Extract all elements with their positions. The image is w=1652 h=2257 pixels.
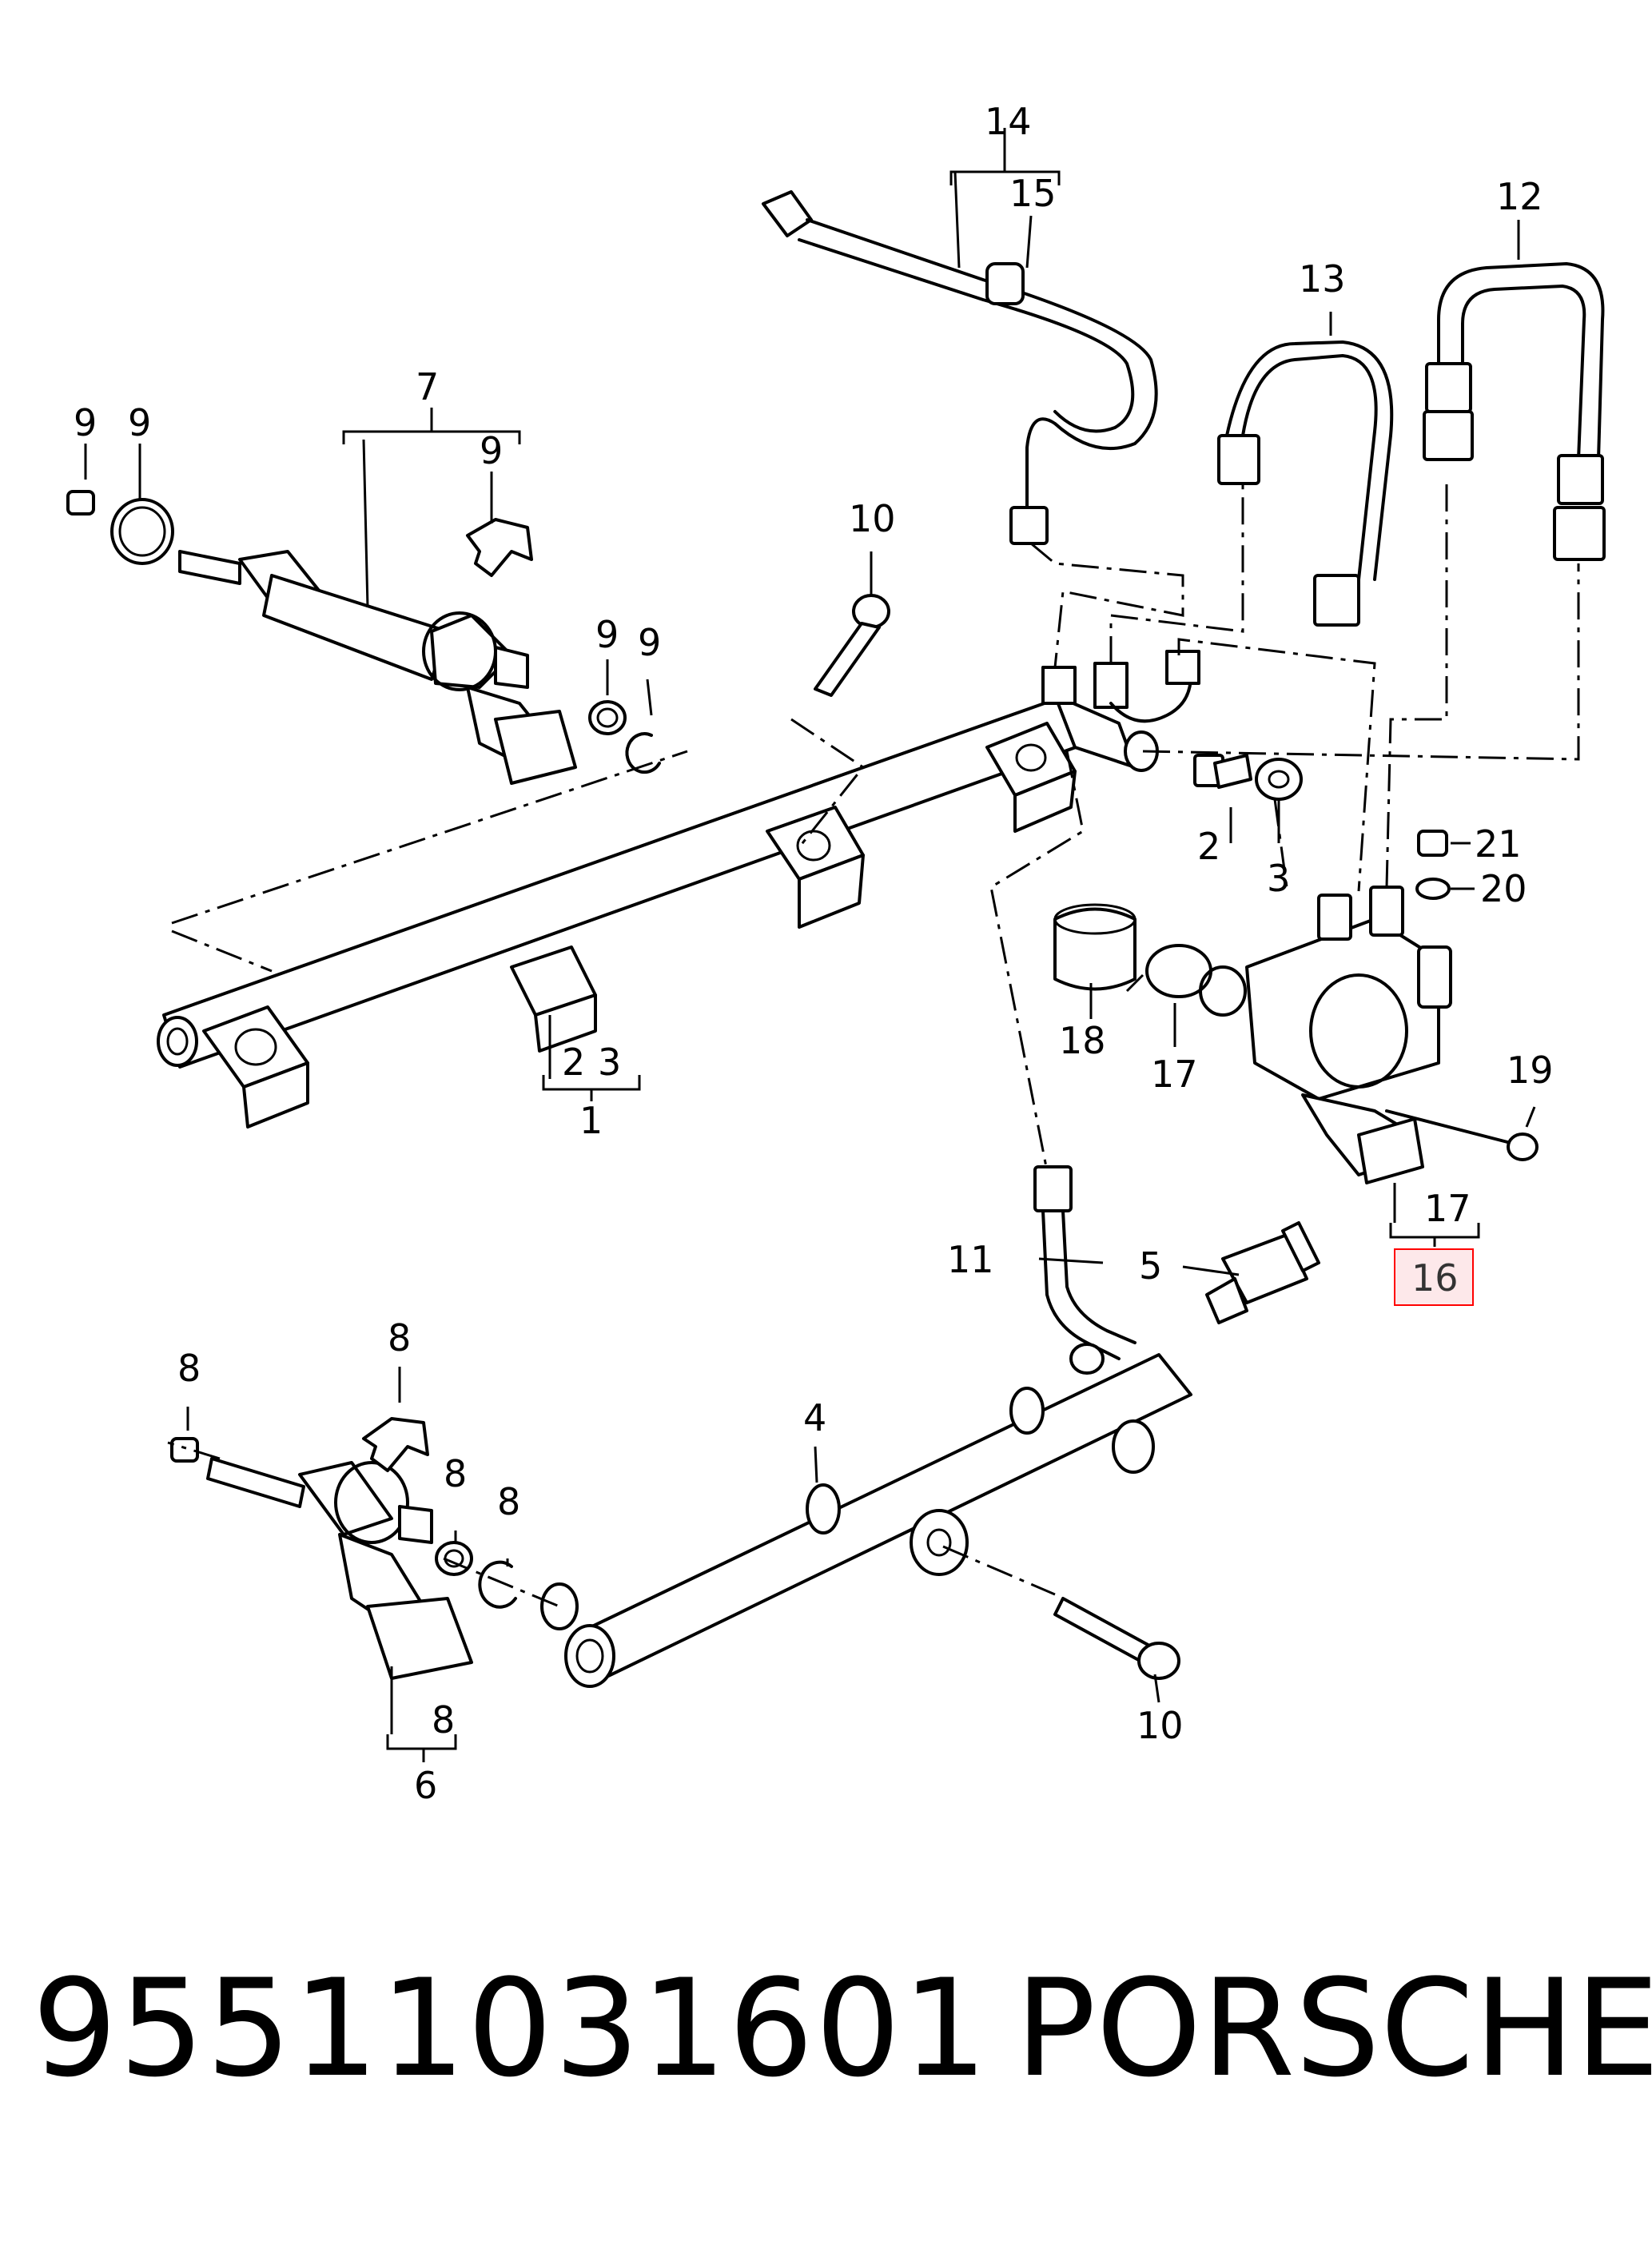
callout-9-b: 9 bbox=[128, 401, 151, 444]
callout-10-lower: 10 bbox=[1136, 1704, 1184, 1747]
upper-injector bbox=[66, 490, 661, 785]
lower-injector bbox=[170, 1417, 1180, 1680]
callout-19: 19 bbox=[1507, 1049, 1554, 1092]
upper-fuel-rail bbox=[157, 650, 1200, 1128]
line-12 bbox=[1423, 262, 1606, 561]
callout-8-a: 8 bbox=[177, 1347, 201, 1390]
callout-8-b: 8 bbox=[388, 1316, 411, 1359]
callout-9-c: 9 bbox=[480, 429, 503, 472]
fittings bbox=[1193, 754, 1303, 801]
line-top bbox=[762, 190, 1158, 545]
lower-fuel-rail bbox=[540, 1353, 1192, 1688]
line-11 bbox=[1033, 1165, 1136, 1375]
callout-15: 15 bbox=[1009, 172, 1057, 215]
callout-8-e: 8 bbox=[432, 1698, 455, 1742]
callout-2-fitting: 2 bbox=[1197, 825, 1220, 868]
callout-labels: 14 15 12 13 7 9 9 9 9 9 10 2 3 21 20 18 … bbox=[74, 100, 1554, 1807]
callout-8-d: 8 bbox=[497, 1480, 520, 1523]
brand-name: PORSCHE bbox=[1015, 1950, 1652, 2107]
callout-11: 11 bbox=[947, 1238, 994, 1281]
callout-2-rail: 2 bbox=[562, 1041, 585, 1084]
part-number: 95511031601 bbox=[32, 1950, 989, 2107]
callout-13: 13 bbox=[1299, 257, 1346, 301]
highlight-box-16 bbox=[1394, 1248, 1474, 1306]
caption: 95511031601 PORSCHE bbox=[0, 1950, 1652, 2158]
assembly-lines bbox=[167, 480, 1580, 1608]
callout-7: 7 bbox=[416, 365, 439, 408]
callout-6: 6 bbox=[414, 1764, 437, 1807]
callout-17-oring: 17 bbox=[1151, 1053, 1198, 1096]
callout-16: 16 bbox=[1411, 1256, 1459, 1300]
callout-18: 18 bbox=[1059, 1019, 1106, 1062]
callout-14: 14 bbox=[985, 100, 1032, 143]
callout-9-d: 9 bbox=[595, 613, 619, 656]
callout-8-c: 8 bbox=[444, 1452, 467, 1495]
bolt-upper bbox=[814, 594, 890, 697]
brackets bbox=[84, 128, 1536, 1762]
callout-9-a: 9 bbox=[74, 401, 97, 444]
callout-10-upper: 10 bbox=[849, 497, 896, 540]
callout-9-e: 9 bbox=[638, 621, 661, 664]
callout-3-fitting: 3 bbox=[1267, 857, 1290, 900]
callout-20: 20 bbox=[1480, 867, 1527, 910]
callout-1: 1 bbox=[579, 1099, 603, 1142]
callout-12: 12 bbox=[1496, 175, 1543, 218]
callout-21: 21 bbox=[1475, 822, 1522, 866]
pressure-sensor bbox=[1205, 1221, 1320, 1324]
line-13 bbox=[1217, 340, 1394, 627]
callout-3-rail: 3 bbox=[598, 1041, 621, 1084]
callout-5: 5 bbox=[1139, 1244, 1162, 1288]
callout-17-bracket: 17 bbox=[1424, 1187, 1471, 1230]
high-pressure-pump bbox=[1053, 830, 1539, 1184]
callout-4: 4 bbox=[803, 1396, 826, 1439]
